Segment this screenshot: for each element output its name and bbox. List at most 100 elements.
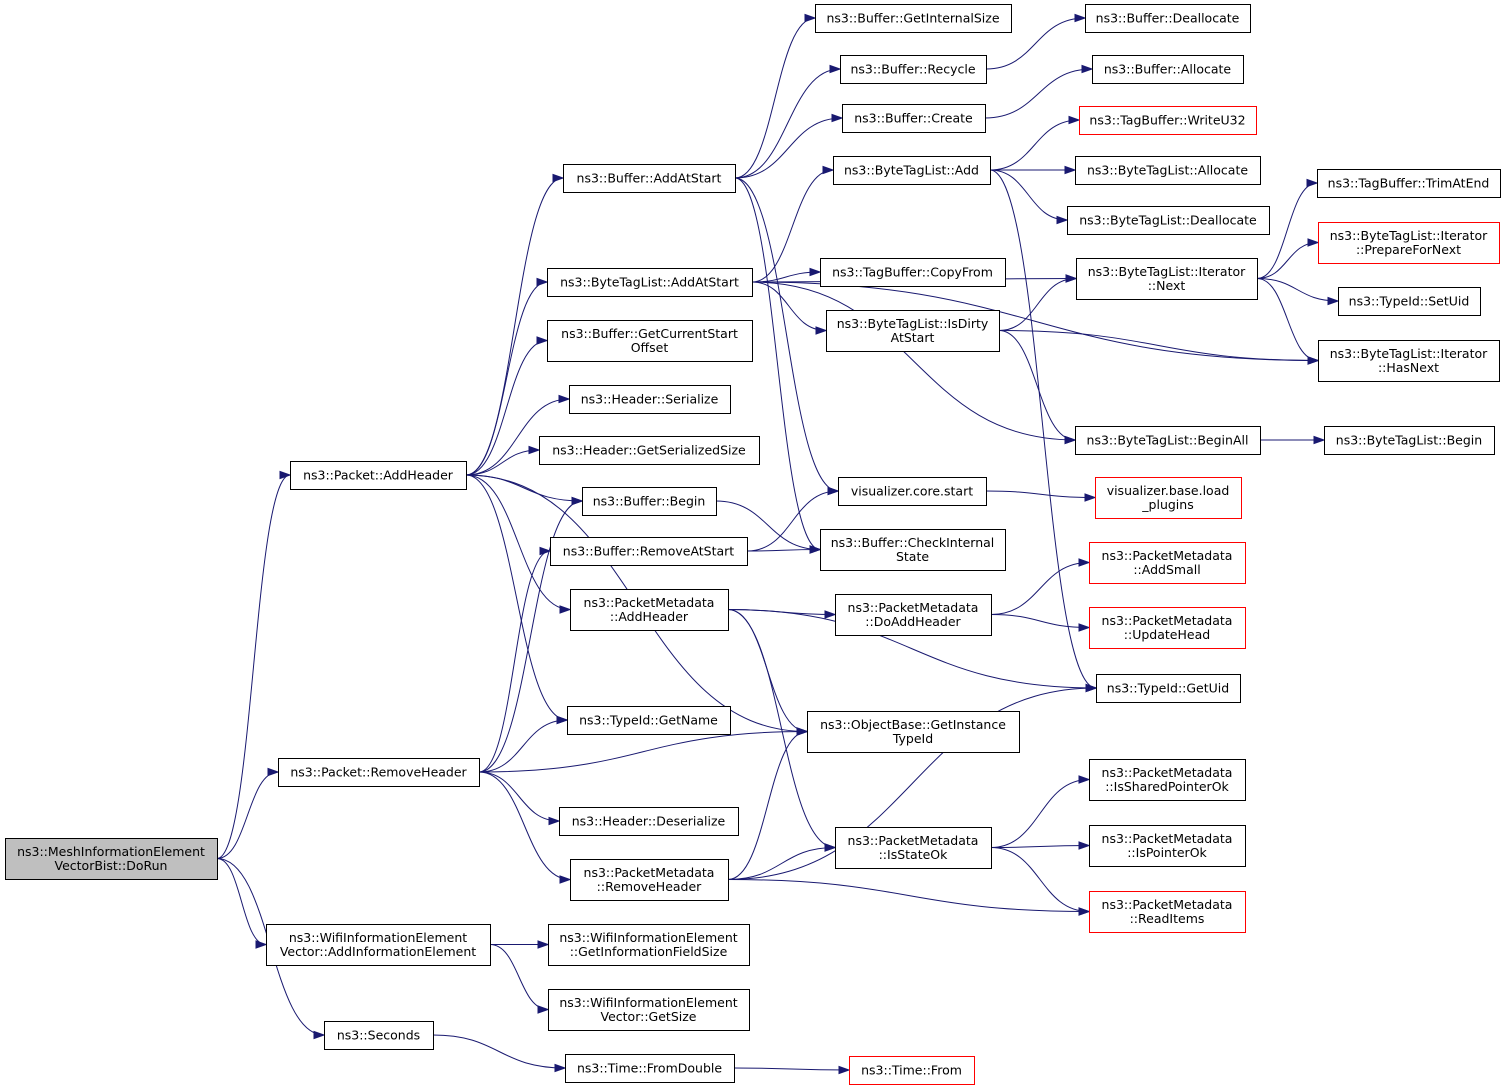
node-label: ::UpdateHead	[1124, 627, 1210, 642]
node-btlBegin[interactable]: ns3::ByteTagList::Begin	[1324, 426, 1495, 455]
edge-pmRemoveHeader-to-pmIsStateOk	[727, 843, 837, 880]
node-bufAddAtStart[interactable]: ns3::Buffer::AddAtStart	[563, 164, 736, 193]
node-bufAllocate[interactable]: ns3::Buffer::Allocate	[1092, 55, 1244, 84]
arrowhead	[796, 727, 809, 736]
edge-btlIsDirty-to-btlIterNext	[998, 274, 1078, 331]
node-root[interactable]: ns3::MeshInformationElementVectorBist::D…	[5, 838, 218, 880]
edge-pmIsStateOk-to-pmReadItems	[990, 847, 1091, 916]
node-seconds[interactable]: ns3::Seconds	[324, 1021, 434, 1050]
node-label: ns3::ByteTagList::Iterator	[1330, 346, 1488, 361]
node-box	[820, 258, 1006, 287]
node-tbTrimAtEnd[interactable]: ns3::TagBuffer::TrimAtEnd	[1317, 169, 1501, 198]
node-label: ::HasNext	[1378, 360, 1439, 375]
arrowhead	[537, 1005, 550, 1014]
node-tbCopyFrom[interactable]: ns3::TagBuffer::CopyFrom	[820, 258, 1006, 287]
node-vizLoadPlugins[interactable]: visualizer.base.load_plugins	[1095, 477, 1242, 519]
node-pmIsPointerOk[interactable]: ns3::PacketMetadata::IsPointerOk	[1089, 825, 1246, 867]
edge-btlAddAtStart-to-btlAdd	[751, 165, 835, 283]
node-label: ns3::ByteTagList::AddAtStart	[560, 275, 739, 290]
node-hdrGetSerSize[interactable]: ns3::Header::GetSerializedSize	[539, 436, 760, 465]
node-hdrSerialize[interactable]: ns3::Header::Serialize	[569, 385, 731, 414]
node-addHeader[interactable]: ns3::Packet::AddHeader	[290, 461, 467, 490]
node-label: ns3::ByteTagList::Add	[844, 163, 979, 178]
node-btlIterNext[interactable]: ns3::ByteTagList::Iterator::Next	[1076, 258, 1258, 300]
node-pmUpdateHead[interactable]: ns3::PacketMetadata::UpdateHead	[1089, 607, 1246, 649]
node-btlAllocate[interactable]: ns3::ByteTagList::Allocate	[1075, 156, 1261, 185]
node-bufCreate[interactable]: ns3::Buffer::Create	[842, 104, 986, 133]
node-typeIdGetUid[interactable]: ns3::TypeId::GetUid	[1096, 674, 1241, 703]
node-pmDoAddHeader[interactable]: ns3::PacketMetadata::DoAddHeader	[835, 594, 992, 636]
node-bufRecycle[interactable]: ns3::Buffer::Recycle	[840, 55, 987, 84]
edge-btlAdd-to-tbWriteU32	[989, 115, 1081, 171]
edge-bufAddAtStart-to-bufRecycle	[734, 64, 842, 179]
arrowhead	[1064, 165, 1077, 175]
node-pmIsSharedPtrOk[interactable]: ns3::PacketMetadata::IsSharedPointerOk	[1089, 759, 1246, 801]
node-box	[278, 758, 480, 787]
node-box	[842, 104, 986, 133]
node-box	[547, 268, 753, 297]
node-wieGetInfoFieldSize[interactable]: ns3::WifiInformationElement::GetInformat…	[548, 924, 750, 966]
edge-removeHeader-to-bufRemoveAtStart	[478, 546, 552, 773]
edge-addHeader-to-typeIdGetName	[465, 474, 569, 725]
node-btlDeallocate[interactable]: ns3::ByteTagList::Deallocate	[1067, 206, 1270, 235]
node-label: _plugins	[1141, 497, 1193, 512]
arrowhead	[1078, 907, 1091, 916]
node-wieGetSize[interactable]: ns3::WifiInformationElementVector::GetSi…	[548, 989, 750, 1031]
arrowhead	[1078, 841, 1091, 850]
node-box	[569, 385, 731, 414]
node-box	[1079, 106, 1257, 135]
node-btlIterHasNext[interactable]: ns3::ByteTagList::Iterator::HasNext	[1318, 340, 1500, 382]
arrowhead	[556, 715, 569, 725]
node-typeIdSetUid[interactable]: ns3::TypeId::SetUid	[1338, 287, 1481, 316]
node-label: ns3::Packet::RemoveHeader	[290, 765, 467, 780]
node-pmAddHeader[interactable]: ns3::PacketMetadata::AddHeader	[570, 589, 729, 631]
node-box	[548, 989, 750, 1031]
node-timeFromDouble[interactable]: ns3::Time::FromDouble	[565, 1054, 735, 1083]
node-bufDeallocate[interactable]: ns3::Buffer::Deallocate	[1085, 4, 1251, 33]
node-pmAddSmall[interactable]: ns3::PacketMetadata::AddSmall	[1089, 542, 1246, 584]
node-label: AtStart	[891, 330, 935, 345]
node-timeFrom[interactable]: ns3::Time::From	[849, 1056, 975, 1085]
node-removeHeader[interactable]: ns3::Packet::RemoveHeader	[278, 758, 480, 787]
node-box	[838, 477, 987, 506]
node-tbWriteU32[interactable]: ns3::TagBuffer::WriteU32	[1079, 106, 1257, 135]
node-box	[324, 1021, 434, 1050]
arrowhead	[571, 496, 584, 506]
edge-addHeader-to-bufBegin	[465, 474, 584, 506]
node-bufGetInternalSize[interactable]: ns3::Buffer::GetInternalSize	[815, 4, 1012, 33]
node-box	[582, 487, 717, 516]
node-pmReadItems[interactable]: ns3::PacketMetadata::ReadItems	[1089, 891, 1246, 933]
node-btlAdd[interactable]: ns3::ByteTagList::Add	[833, 156, 991, 185]
node-btlBeginAll[interactable]: ns3::ByteTagList::BeginAll	[1075, 426, 1261, 455]
node-hdrDeserialize[interactable]: ns3::Header::Deserialize	[559, 807, 739, 836]
node-label: ns3::Buffer::Deallocate	[1096, 11, 1240, 26]
node-label: ns3::Buffer::RemoveAtStart	[563, 544, 735, 559]
arrowhead	[1327, 296, 1340, 306]
node-bufRemoveAtStart[interactable]: ns3::Buffer::RemoveAtStart	[550, 537, 748, 566]
edge-root-to-addHeader	[216, 470, 292, 859]
node-pmRemoveHeader[interactable]: ns3::PacketMetadata::RemoveHeader	[570, 859, 729, 901]
node-addInfoElem[interactable]: ns3::WifiInformationElementVector::AddIn…	[266, 924, 491, 966]
node-vizStart[interactable]: visualizer.core.start	[838, 477, 987, 506]
node-label: Vector::AddInformationElement	[280, 944, 476, 959]
node-label: ::IsStateOk	[879, 847, 949, 862]
node-box	[1318, 340, 1500, 382]
edge-btlIterNext-to-btlIterHasNext	[1256, 278, 1320, 365]
node-bufBegin[interactable]: ns3::Buffer::Begin	[582, 487, 717, 516]
node-label: ::PrepareForNext	[1356, 242, 1461, 257]
node-typeIdGetName[interactable]: ns3::TypeId::GetName	[567, 706, 731, 735]
node-pmIsStateOk[interactable]: ns3::PacketMetadata::IsStateOk	[835, 827, 992, 869]
node-btlAddAtStart[interactable]: ns3::ByteTagList::AddAtStart	[547, 268, 753, 297]
node-label: ns3::Header::Serialize	[581, 392, 719, 407]
arrowhead	[809, 267, 822, 277]
arrowhead	[804, 13, 817, 23]
node-label: ::IsPointerOk	[1127, 845, 1207, 860]
node-btlIterPrepare[interactable]: ns3::ByteTagList::Iterator::PrepareForNe…	[1318, 222, 1500, 264]
node-label: ::AddSmall	[1133, 562, 1200, 577]
edge-bufCreate-to-bufAllocate	[984, 64, 1094, 119]
edge-addHeader-to-pmAddHeader	[465, 474, 572, 614]
